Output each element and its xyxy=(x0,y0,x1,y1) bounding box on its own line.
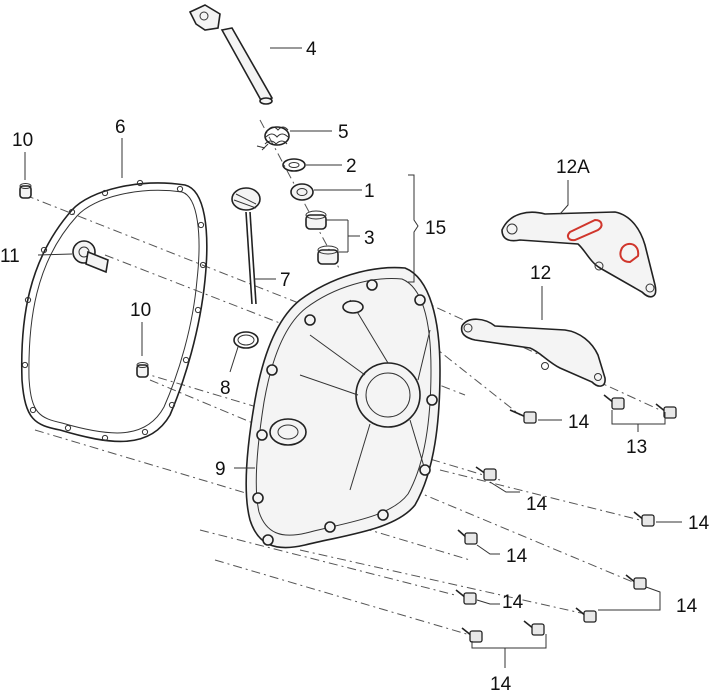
label-14-g: 14 xyxy=(490,674,512,695)
label-14-f: 14 xyxy=(676,596,698,617)
bolt xyxy=(633,511,655,527)
label-1: 1 xyxy=(364,181,375,202)
dowel-pin-upper-part xyxy=(19,183,32,199)
label-10-lower: 10 xyxy=(130,300,151,321)
bolt xyxy=(457,529,478,545)
bolt xyxy=(655,403,677,419)
bolt xyxy=(523,620,545,636)
label-8: 8 xyxy=(220,378,231,399)
label-14-e: 14 xyxy=(502,592,524,613)
bolt xyxy=(575,607,597,623)
label-13: 13 xyxy=(626,437,647,458)
shaft-part xyxy=(188,4,274,105)
gasket-part xyxy=(20,179,208,443)
label-5: 5 xyxy=(338,122,349,143)
label-14-b: 14 xyxy=(526,494,548,515)
label-6: 6 xyxy=(115,117,126,138)
bolt xyxy=(509,409,537,424)
label-14-d: 14 xyxy=(506,546,528,567)
dowel-pin-lower-part xyxy=(136,362,149,378)
shaft-plug-part xyxy=(72,240,109,274)
bolt xyxy=(461,627,483,643)
label-10-upper: 10 xyxy=(12,130,33,151)
bolt xyxy=(625,574,647,590)
bracket-cutout-2 xyxy=(619,242,640,264)
label-12: 12 xyxy=(530,263,551,284)
bracket-12a-part xyxy=(501,211,657,298)
label-12a: 12A xyxy=(556,157,590,178)
leader-lines xyxy=(24,47,682,668)
crankcase-cover-part xyxy=(245,266,441,549)
label-14-a: 14 xyxy=(568,412,590,433)
bolt xyxy=(455,589,477,605)
bolt xyxy=(603,394,625,410)
washer-part xyxy=(282,158,306,172)
bolts xyxy=(455,394,677,643)
o-ring-part xyxy=(233,331,259,349)
label-4: 4 xyxy=(306,39,317,60)
label-9: 9 xyxy=(215,459,226,480)
label-14-c: 14 xyxy=(688,513,710,534)
dipstick-part xyxy=(231,187,261,305)
label-3: 3 xyxy=(364,228,375,249)
label-2: 2 xyxy=(346,156,357,177)
bracket-cutout-1 xyxy=(566,218,603,242)
label-7: 7 xyxy=(280,270,291,291)
needle-bearings-part xyxy=(305,210,339,265)
label-15: 15 xyxy=(425,218,446,239)
label-11: 11 xyxy=(0,246,20,267)
part-labels: 4 5 2 1 3 15 7 8 9 6 10 10 11 12A 12 14 … xyxy=(0,39,710,695)
oil-seal-part xyxy=(290,183,314,201)
spring-part xyxy=(256,126,290,151)
bolt xyxy=(475,466,497,481)
bracket-12-part xyxy=(460,318,606,387)
